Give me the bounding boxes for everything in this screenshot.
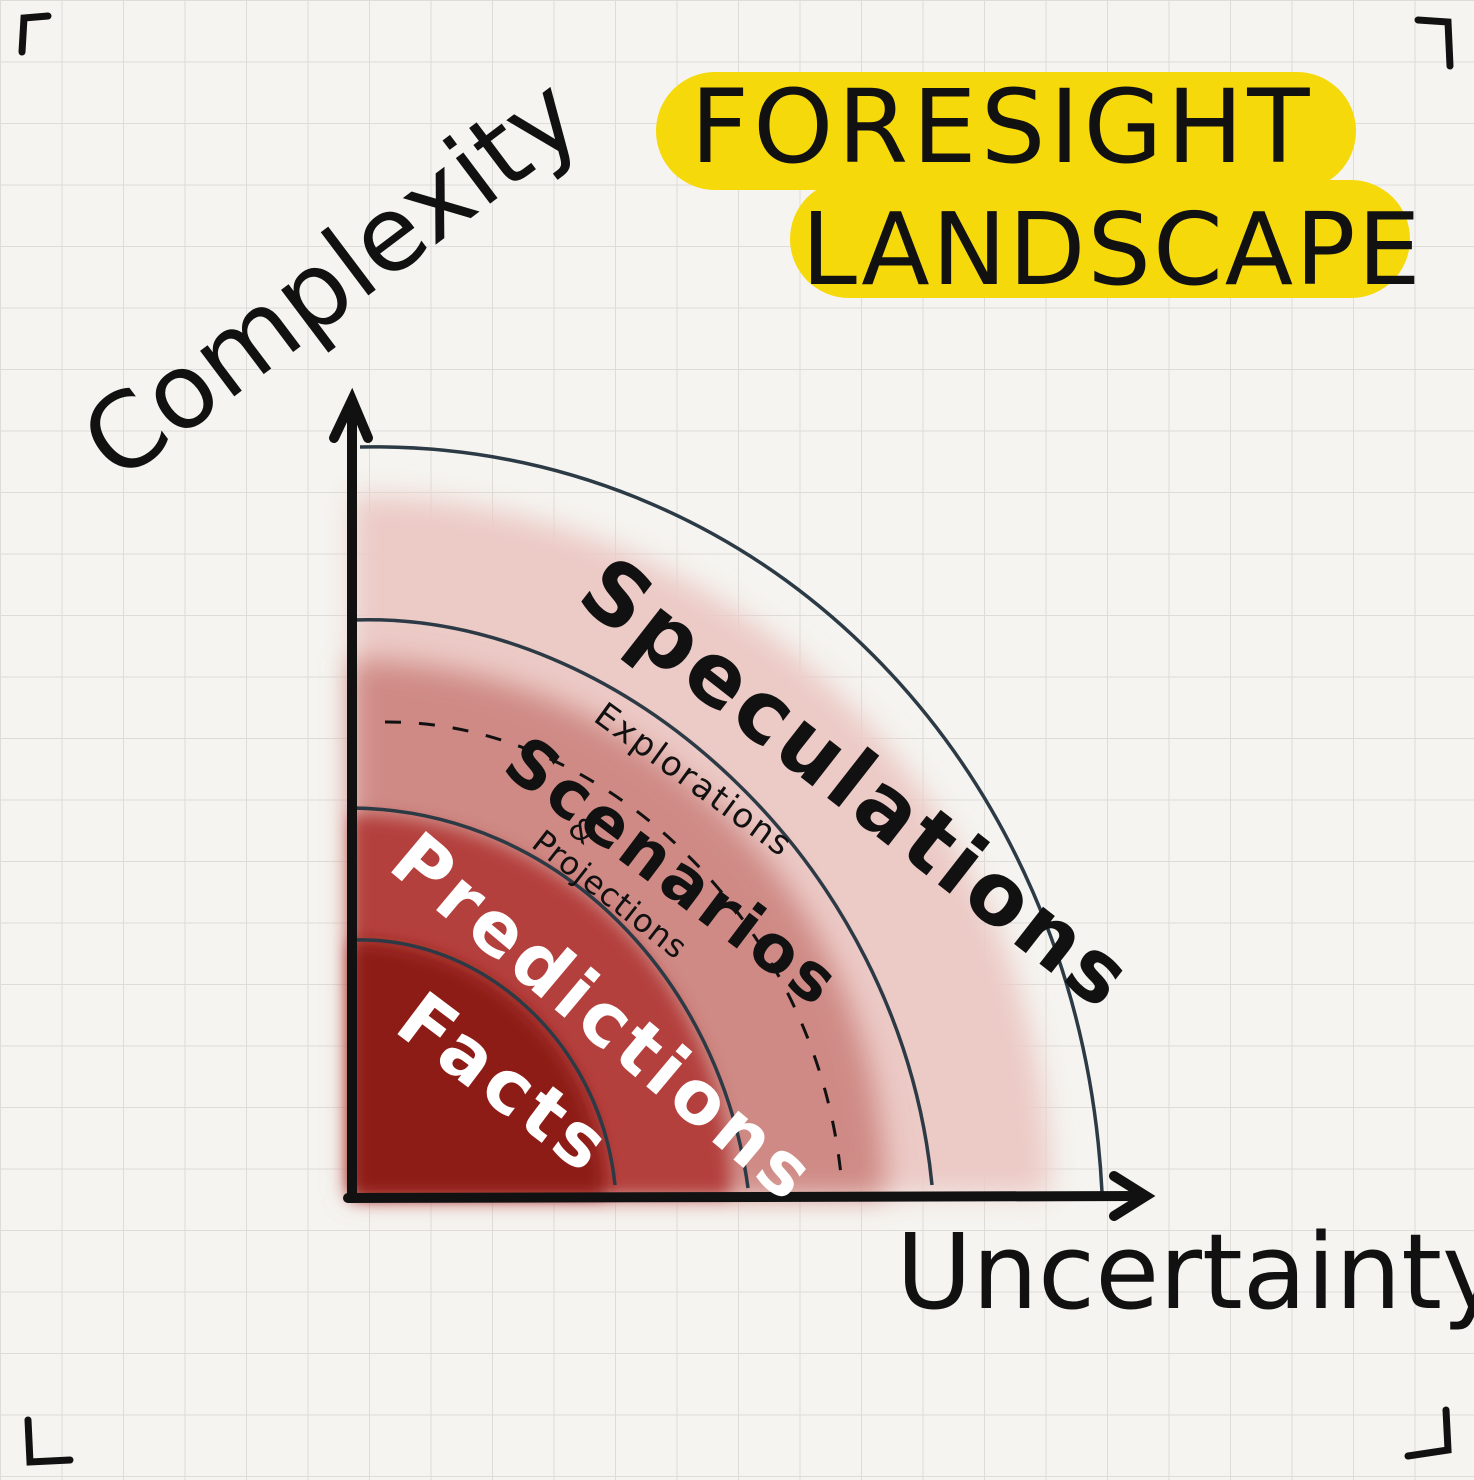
arc-predictions-outer <box>351 806 750 1189</box>
corner-mark-bottom-left <box>24 1416 74 1466</box>
title-line-2: LANDSCAPE <box>801 191 1422 308</box>
wash-facts <box>352 942 605 1195</box>
corner-mark-bottom-right <box>1404 1406 1452 1460</box>
corner-marks <box>18 12 1454 1466</box>
x-axis-label: Uncertainty <box>896 1211 1474 1333</box>
arc-facts-outer <box>351 938 617 1186</box>
band-arcs <box>351 445 1104 1193</box>
y-axis-arrowhead <box>329 387 373 443</box>
axes <box>329 387 1156 1221</box>
title-line-1: FORESIGHT <box>690 68 1313 187</box>
corner-mark-top-right <box>1414 16 1454 70</box>
x-axis <box>343 1191 1145 1203</box>
corner-mark-top-left <box>18 12 52 56</box>
arc-speculations-outer <box>359 445 1104 1193</box>
x-axis-arrowhead <box>1109 1171 1156 1221</box>
band-washes <box>352 495 1050 1195</box>
arc-scenarios-outer <box>351 618 934 1186</box>
title-highlight <box>656 72 1410 298</box>
